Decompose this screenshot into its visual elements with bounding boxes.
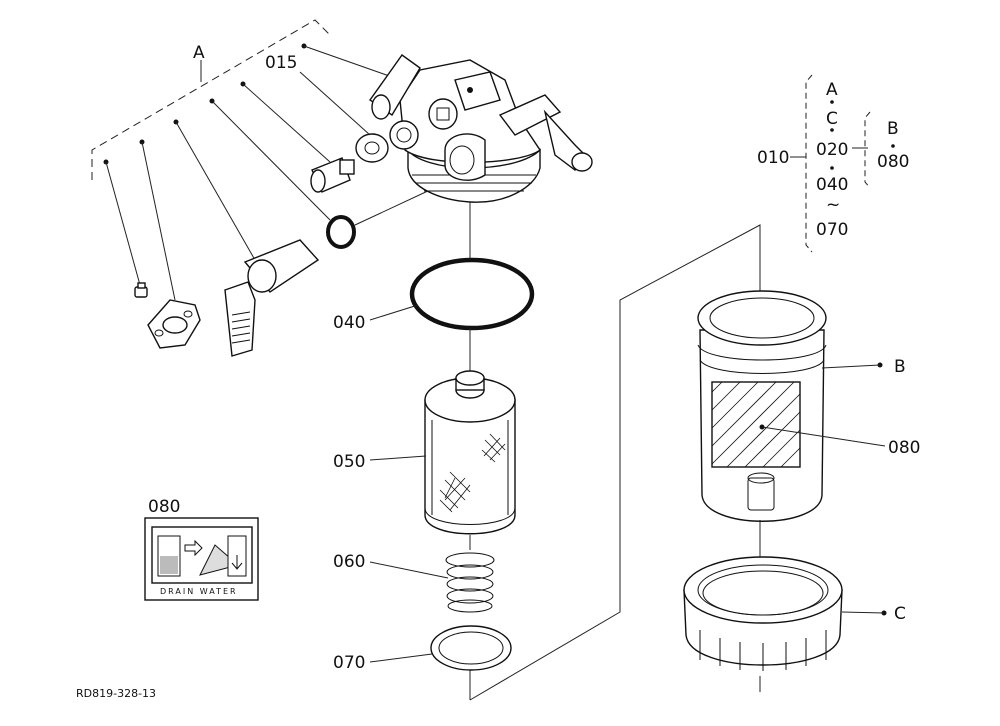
- washer-015: [355, 133, 389, 163]
- filter-bowl-b: [697, 290, 827, 522]
- legend-tilde: ~: [826, 195, 840, 215]
- label-060: 060: [333, 552, 365, 572]
- drain-water-decal: [144, 517, 259, 601]
- legend-a: A: [826, 80, 838, 100]
- drain-cock-lever: [224, 239, 320, 357]
- group-a-label: A: [193, 43, 205, 63]
- label-070: 070: [333, 653, 365, 673]
- legend-040: 040: [816, 175, 848, 195]
- label-015: 015: [265, 53, 297, 73]
- legend-b: B: [887, 119, 899, 139]
- callout-c-label: C: [894, 604, 906, 624]
- filter-head: [369, 54, 593, 203]
- retaining-ring-c: [683, 556, 843, 671]
- legend-010: 010: [757, 148, 789, 168]
- seal-ring-070: [430, 625, 512, 671]
- large-o-ring-040: [409, 257, 535, 331]
- filter-element-050: [424, 370, 516, 535]
- clamp-bracket: [147, 299, 201, 349]
- legend-020: 020: [816, 140, 848, 160]
- small-o-ring: [326, 215, 356, 249]
- legend-080: 080: [877, 152, 909, 172]
- decal-080-label: 080: [148, 497, 180, 517]
- group-a-bracket: [91, 19, 331, 180]
- air-vent-bolt: [310, 157, 355, 193]
- legend-bracket: [790, 74, 895, 253]
- decal-drain-water-text: DRAIN WATER: [160, 587, 238, 596]
- callout-b-label: B: [894, 357, 906, 377]
- label-040: 040: [333, 313, 365, 333]
- legend-c: C: [826, 109, 838, 129]
- legend-070: 070: [816, 220, 848, 240]
- spring-060: [445, 552, 495, 613]
- label-080: 080: [888, 438, 920, 458]
- drawing-number: RD819-328-13: [76, 687, 156, 700]
- label-050: 050: [333, 452, 365, 472]
- small-bolt: [134, 282, 148, 298]
- group-a-leaders: [103, 43, 396, 301]
